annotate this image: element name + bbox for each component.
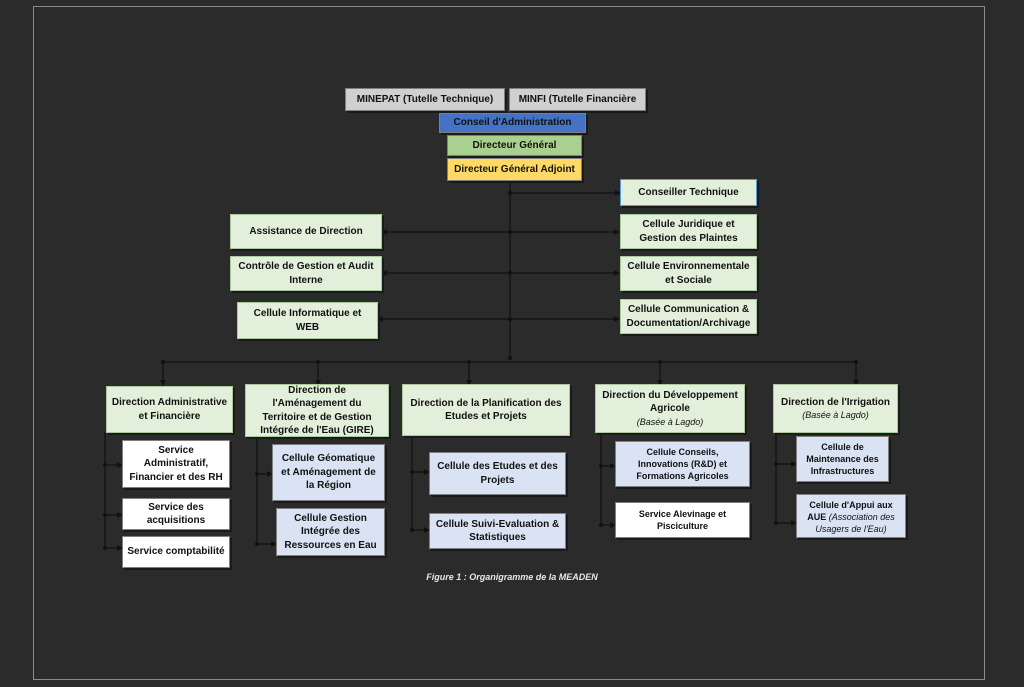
figure-frame [33,6,985,680]
conseiller-technique-box: Conseiller Technique [620,179,757,206]
cellule-etudes-projets-box: Cellule des Etudes et des Projets [429,452,566,495]
figure-caption: Figure 1 : Organigramme de la MEADEN [426,572,598,582]
directeur-general-box: Directeur Général [447,135,582,156]
controle-label: Contrôle de Gestion et Audit Interne [238,261,374,286]
cellule-appui-aue-box: Cellule d'Appui aux AUE (Association des… [796,494,906,538]
di-service-2: Cellule d'Appui aux AUE [807,500,893,523]
cellule-suivi-evaluation-box: Cellule Suivi-Evaluation & Statistiques [429,513,566,549]
dpep-title: Direction de la Planification des Etudes… [410,397,562,423]
daf-service-2: Service des acquisitions [146,501,206,527]
direction-dpep-box: Direction de la Planification des Etudes… [402,384,570,436]
conseil-administration-box: Conseil d'Administration [439,113,586,133]
dpep-service-1: Cellule des Etudes et des Projets [437,461,558,486]
assistance-direction-box: Assistance de Direction [230,214,382,249]
dda-title: Direction du Développement Agricole [602,389,738,415]
cellule-geomatique-box: Cellule Géomatique et Aménagement de la … [272,444,385,501]
juridique-label: Cellule Juridique et Gestion des Plainte… [639,219,738,244]
direction-dda-box: Direction du Développement Agricole (Bas… [595,384,745,433]
cellule-juridique-box: Cellule Juridique et Gestion des Plainte… [620,214,757,249]
minfi-box: MINFI (Tutelle Financière [509,88,646,111]
cellule-gire-box: Cellule Gestion Intégrée des Ressources … [276,508,385,556]
direction-datg-box: Direction de l'Aménagement du Territoire… [245,384,389,437]
di-title: Direction de l'Irrigation [780,396,891,408]
directeur-general-adjoint-box: Directeur Général Adjoint [447,158,582,181]
dg-label: Directeur Général [472,139,557,151]
dda-service-1: Cellule Conseils, Innovations (R&D) et F… [636,446,729,482]
minepat-box: MINEPAT (Tutelle Technique) [345,88,505,111]
informatique-label: Cellule Informatique et WEB [253,308,362,333]
cellule-environnementale-box: Cellule Environnementale et Sociale [620,256,757,291]
cellule-communication-box: Cellule Communication & Documentation/Ar… [620,299,757,334]
di-note: (Basée à Lagdo) [802,410,869,421]
conseiller-label: Conseiller Technique [638,186,739,198]
environnement-label: Cellule Environnementale et Sociale [627,261,750,286]
daf-title: Direction Administrative et Financière [111,397,228,422]
controle-gestion-box: Contrôle de Gestion et Audit Interne [230,256,382,291]
daf-service-1: Service Administratif, Financier et des … [129,444,223,483]
service-administratif-box: Service Administratif, Financier et des … [122,440,230,488]
cellule-informatique-box: Cellule Informatique et WEB [237,302,378,339]
direction-irrigation-box: Direction de l'Irrigation (Basée à Lagdo… [773,384,898,433]
cellule-conseils-innovations-box: Cellule Conseils, Innovations (R&D) et F… [615,441,750,487]
datg-service-1: Cellule Géomatique et Aménagement de la … [281,453,376,492]
minfi-label: MINFI (Tutelle Financière [518,93,637,105]
communication-label: Cellule Communication & Documentation/Ar… [626,304,751,329]
daf-service-3: Service comptabilité [127,546,225,558]
dda-note: (Basée à Lagdo) [636,416,704,427]
direction-daf-box: Direction Administrative et Financière [106,386,233,433]
service-alevinage-box: Service Alevinage et Pisciculture [615,502,750,538]
assistance-label: Assistance de Direction [249,225,363,237]
minepat-label: MINEPAT (Tutelle Technique) [356,93,494,105]
dpep-service-2: Cellule Suivi-Evaluation & Statistiques [435,518,560,544]
datg-title: Direction de l'Aménagement du Territoire… [260,384,374,437]
datg-service-2: Cellule Gestion Intégrée des Ressources … [284,512,377,551]
service-comptabilite-box: Service comptabilité [122,536,230,568]
conseil-label: Conseil d'Administration [453,117,572,129]
cellule-maintenance-box: Cellule de Maintenance des Infrastructur… [796,436,889,482]
di-service-1: Cellule de Maintenance des Infrastructur… [806,441,879,477]
service-acquisitions-box: Service des acquisitions [122,498,230,530]
dga-label: Directeur Général Adjoint [454,163,575,175]
dda-service-2: Service Alevinage et Pisciculture [638,508,727,531]
di-service-2-note: (Association des Usagers de l'Eau) [815,512,895,535]
